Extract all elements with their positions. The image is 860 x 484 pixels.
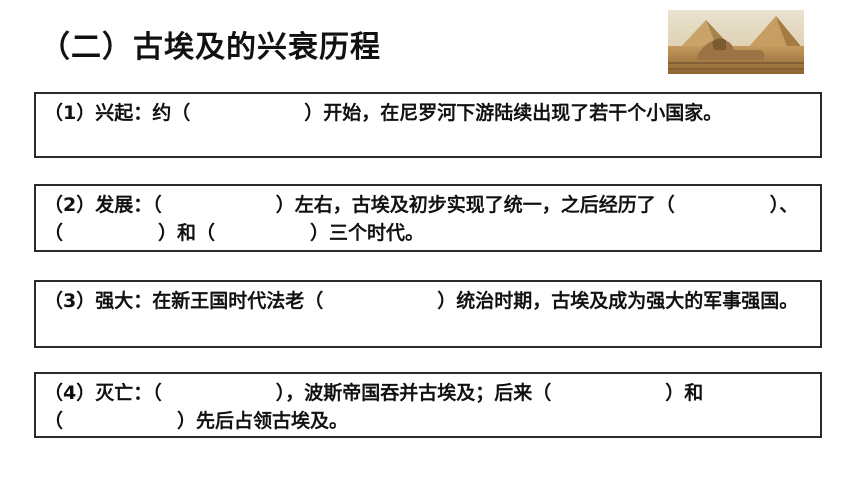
question-box-4: （4）灭亡：（ ），波斯帝国吞并古埃及；后来（ ）和（ ）先后占领古埃及。 [34, 372, 822, 438]
question-text-4: （4）灭亡：（ ），波斯帝国吞并古埃及；后来（ ）和（ ）先后占领古埃及。 [44, 382, 704, 432]
question-box-3: （3）强大：在新王国时代法老（ ）统治时期，古埃及成为强大的军事强国。 [34, 280, 822, 348]
question-text-1: （1）兴起：约（ ）开始，在尼罗河下游陆续出现了若干个小国家。 [44, 102, 723, 124]
question-text-2: （2）发展：（ ）左右，古埃及初步实现了统一，之后经历了（ ）、（ ）和（ ）三… [44, 194, 799, 244]
question-box-1: （1）兴起：约（ ）开始，在尼罗河下游陆续出现了若干个小国家。 [34, 92, 822, 158]
page-title: （二）古埃及的兴衰历程 [40, 30, 381, 65]
question-box-2: （2）发展：（ ）左右，古埃及初步实现了统一，之后经历了（ ）、（ ）和（ ）三… [34, 184, 822, 252]
pyramids-sphinx-photo [668, 10, 804, 74]
question-text-3: （3）强大：在新王国时代法老（ ）统治时期，古埃及成为强大的军事强国。 [44, 290, 799, 312]
